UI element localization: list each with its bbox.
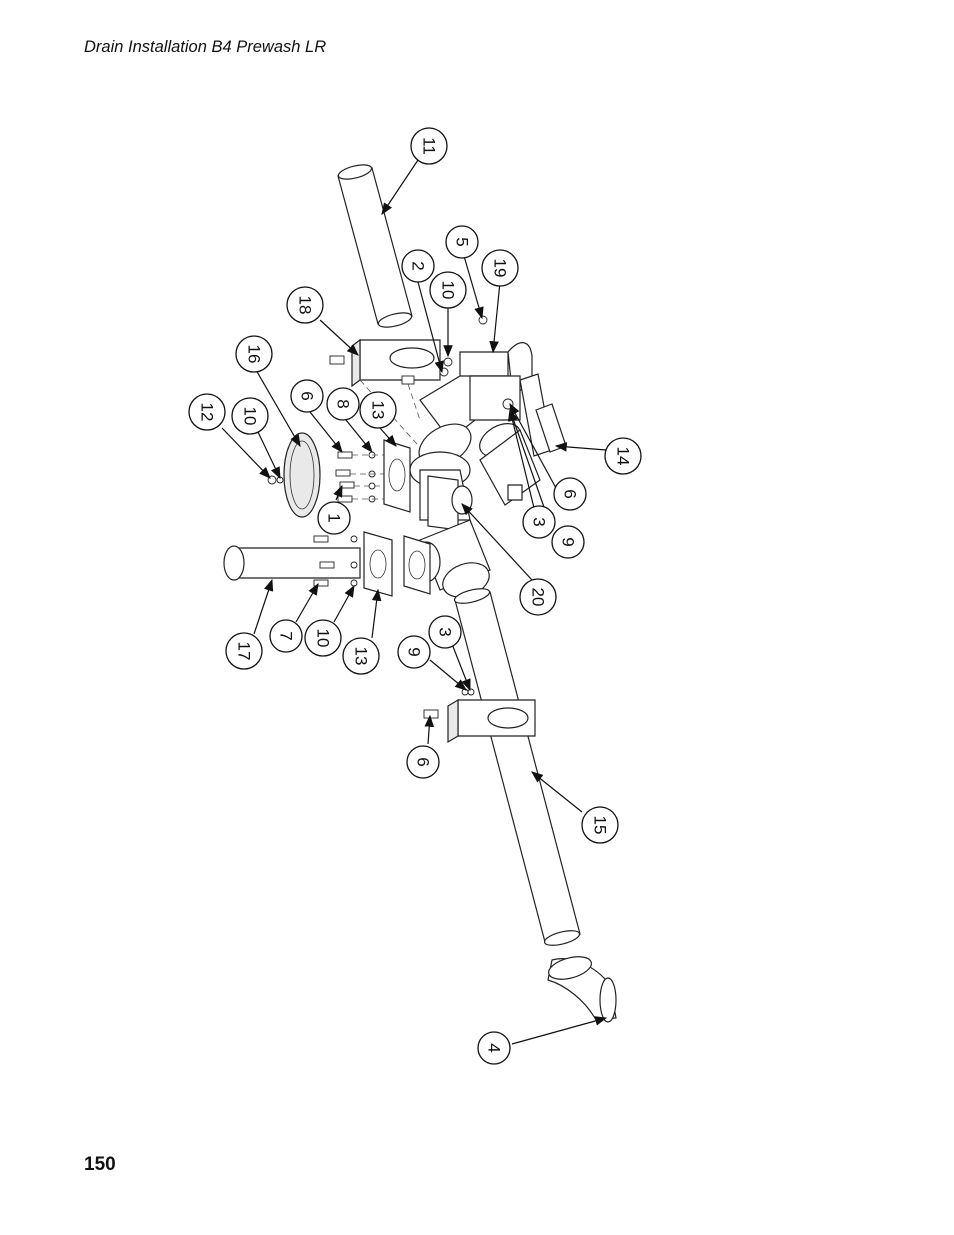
svg-text:9: 9 [405,647,424,656]
svg-text:18: 18 [296,296,315,315]
svg-text:6: 6 [414,757,433,766]
svg-text:2: 2 [409,261,428,270]
callout-3-b: 3 [428,615,462,649]
callout-2: 2 [401,249,435,283]
callout-10-b: 10 [231,397,269,435]
callout-4: 4 [477,1031,511,1065]
leader-lines [221,159,608,1045]
valve-body [469,375,521,421]
svg-text:3: 3 [530,517,549,526]
svg-text:5: 5 [453,237,472,246]
bolt-washer-set-upper [335,451,400,503]
svg-text:7: 7 [277,631,296,640]
svg-text:17: 17 [235,642,254,661]
callout-1: 1 [317,501,351,535]
gasket-part-13-lower [363,531,431,597]
callout-12: 12 [188,393,226,431]
callout-20: 20 [519,578,557,616]
callout-16: 16 [235,335,273,373]
svg-text:4: 4 [485,1043,504,1052]
callout-6-b: 6 [553,477,587,511]
callout-13-a: 13 [359,391,397,429]
nut-part-12 [267,475,284,485]
svg-text:13: 13 [352,647,371,666]
svg-text:6: 6 [298,391,317,400]
svg-text:10: 10 [439,281,458,300]
callout-3-a: 3 [522,505,556,539]
callout-11: 11 [410,127,448,165]
callout-14: 14 [604,437,642,475]
callout-8: 8 [326,387,360,421]
strainer-part-16 [283,432,321,518]
svg-text:6: 6 [561,489,580,498]
svg-text:8: 8 [334,399,353,408]
svg-text:13: 13 [369,401,388,420]
svg-text:9: 9 [559,537,578,546]
callout-6-c: 6 [406,745,440,779]
svg-text:16: 16 [245,345,264,364]
svg-text:10: 10 [241,407,260,426]
svg-text:1: 1 [325,513,344,522]
elbow-part-4 [547,956,617,1023]
bracket-part-18 [329,338,441,388]
page-title: Drain Installation B4 Prewash LR [84,38,327,56]
pipe-part-17 [223,545,361,581]
callout-7: 7 [269,619,303,653]
callout-18: 18 [286,286,324,324]
gasket-part-13-upper [383,439,411,513]
pipe-part-11 [337,164,413,328]
callout-6-a: 6 [290,379,324,413]
callout-10-c: 10 [304,619,342,657]
callout-17: 17 [225,632,263,670]
callout-5: 5 [445,225,479,259]
svg-text:19: 19 [491,259,510,278]
callout-9-b: 9 [397,635,431,669]
callout-10-a: 10 [429,271,467,309]
svg-text:12: 12 [198,403,217,422]
svg-text:20: 20 [529,588,548,607]
callout-19: 19 [481,249,519,287]
bracket-lower [423,688,536,744]
svg-text:10: 10 [314,629,333,648]
bolt-washer-set-lower [313,535,358,587]
callout-9-a: 9 [551,525,585,559]
pipe-part-14 [519,373,567,457]
svg-text:14: 14 [614,447,633,466]
callout-13-b: 13 [342,637,380,675]
svg-text:15: 15 [591,816,610,835]
svg-text:11: 11 [420,137,439,155]
page-number: 150 [84,1154,116,1175]
callout-15: 15 [581,806,619,844]
svg-text:3: 3 [436,627,455,636]
pipe-part-15 [453,588,581,946]
